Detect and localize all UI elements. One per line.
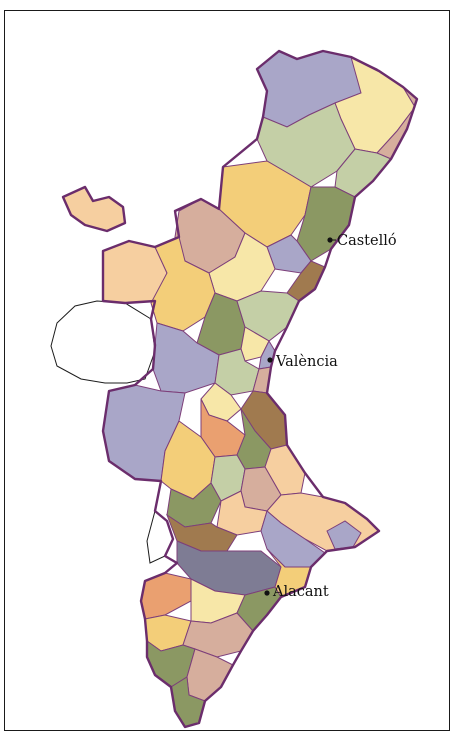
comarca-horta-nord	[240, 326, 270, 362]
alacant-marker	[264, 590, 270, 596]
neighbor-region-west	[50, 300, 156, 384]
valencia-marker	[267, 357, 273, 363]
comarca-baix-segura	[186, 648, 234, 702]
ademuz-outline	[61, 185, 127, 233]
castello-label: Castelló	[337, 233, 397, 249]
valencian-community-map: Castelló València Alacant	[50, 49, 419, 729]
map-frame: Castelló València Alacant	[4, 10, 450, 731]
comarca-marina-alta-cape	[326, 520, 362, 550]
region-outline	[101, 49, 419, 729]
valencia-label: València	[275, 354, 338, 370]
alacant-label: Alacant	[272, 584, 329, 600]
